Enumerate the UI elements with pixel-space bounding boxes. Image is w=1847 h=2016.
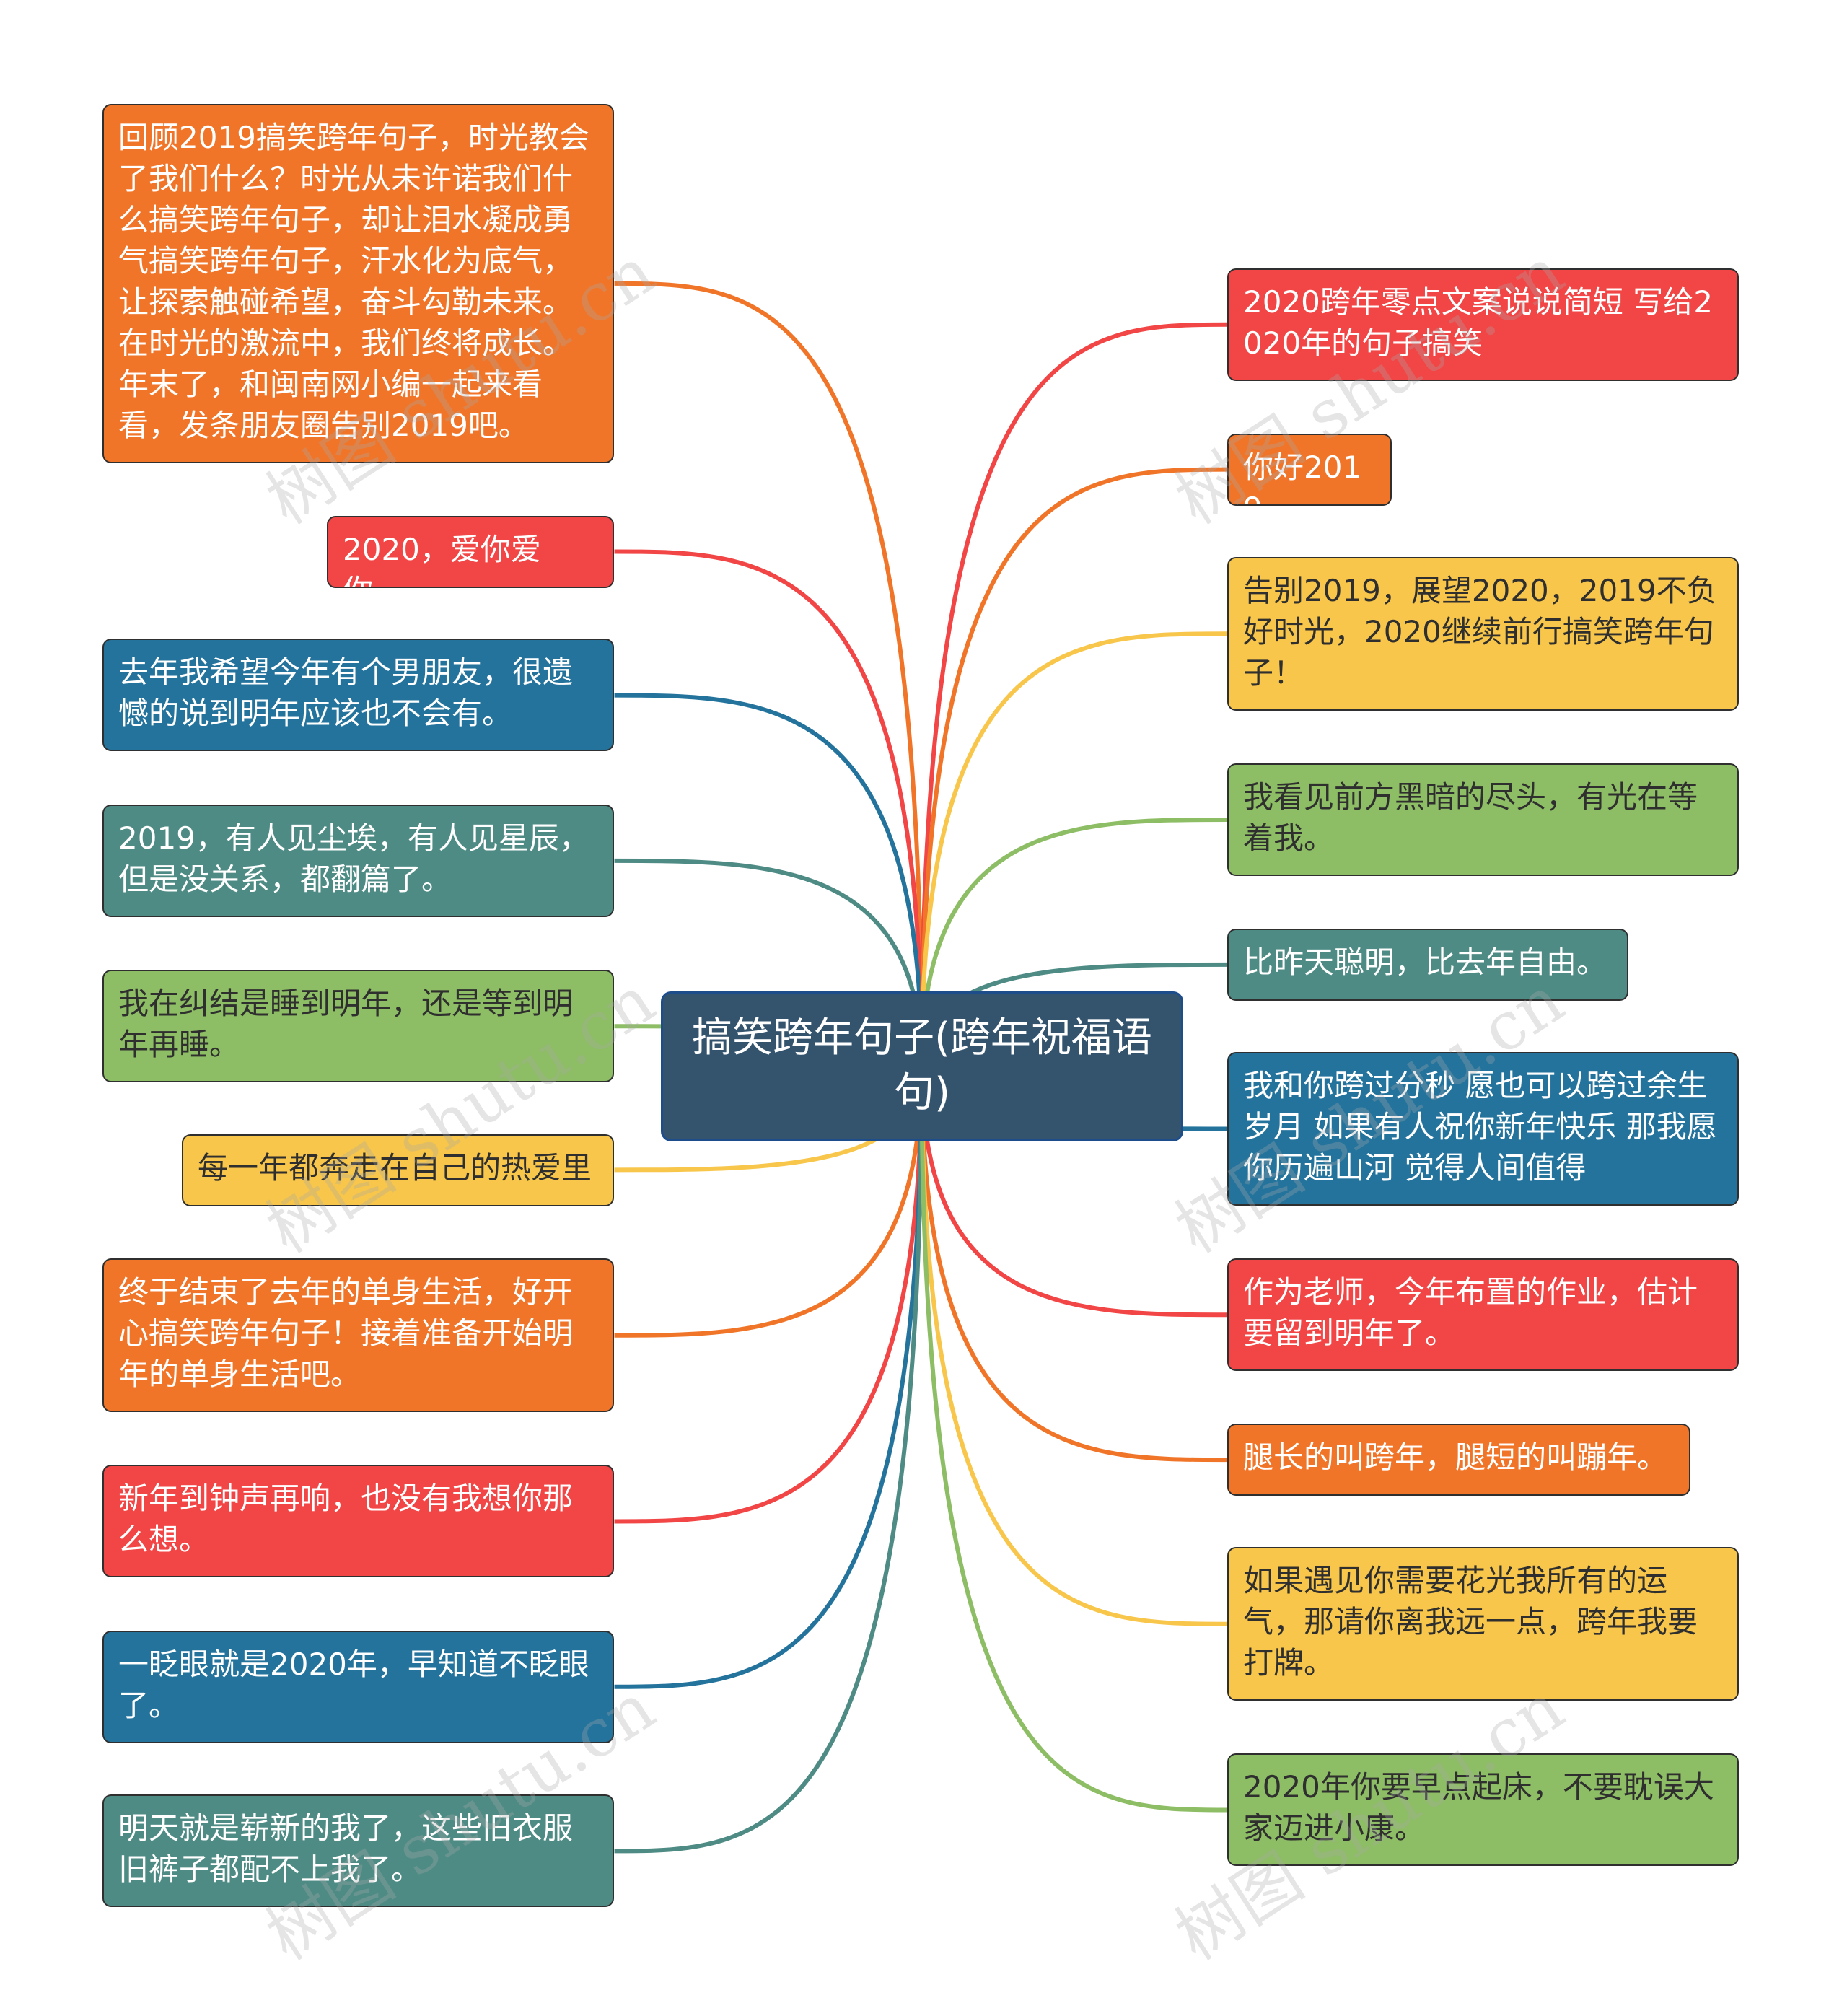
left-branch-3[interactable]: 去年我希望今年有个男朋友，很遗憾的说到明年应该也不会有。 — [102, 639, 614, 751]
connector-right-9 — [919, 1066, 1228, 1626]
right-branch-9[interactable]: 如果遇见你需要花光我所有的运气，那请你离我远一点，跨年我要打牌。 — [1227, 1547, 1739, 1701]
connector-left-8 — [614, 1066, 924, 1524]
left-branch-8[interactable]: 新年到钟声再响，也没有我想你那么想。 — [102, 1465, 614, 1577]
connector-right-2 — [919, 467, 1228, 1067]
right-branch-10[interactable]: 2020年你要早点起床，不要耽误大家迈进小康。 — [1227, 1753, 1739, 1866]
connector-left-4 — [614, 858, 924, 1067]
right-branch-3[interactable]: 告别2019，展望2020，2019不负好时光，2020继续前行搞笑跨年句子！ — [1227, 557, 1739, 711]
connector-right-1 — [919, 322, 1228, 1067]
connector-left-7 — [614, 1066, 924, 1338]
left-branch-9[interactable]: 一眨眼就是2020年，早知道不眨眼了。 — [102, 1631, 614, 1743]
connector-left-9 — [614, 1066, 924, 1689]
right-branch-4[interactable]: 我看见前方黑暗的尽头，有光在等着我。 — [1227, 763, 1739, 876]
connector-right-4 — [919, 818, 1228, 1067]
left-branch-1[interactable]: 回顾2019搞笑跨年句子，时光教会了我们什么？时光从未许诺我们什么搞笑跨年句子，… — [102, 104, 614, 463]
connector-left-3 — [614, 693, 924, 1067]
left-branch-5[interactable]: 我在纠结是睡到明年，还是等到明年再睡。 — [102, 970, 614, 1082]
right-branch-5[interactable]: 比昨天聪明，比去年自由。 — [1227, 929, 1628, 1001]
right-branch-2[interactable]: 你好2019 — [1227, 434, 1392, 506]
connector-left-1 — [614, 281, 924, 1067]
left-branch-6[interactable]: 每一年都奔走在自己的热爱里 — [182, 1134, 614, 1206]
right-branch-1[interactable]: 2020跨年零点文案说说简短 写给2020年的句子搞笑 — [1227, 268, 1739, 381]
right-branch-8[interactable]: 腿长的叫跨年，腿短的叫蹦年。 — [1227, 1424, 1690, 1496]
right-branch-7[interactable]: 作为老师，今年布置的作业，估计要留到明年了。 — [1227, 1258, 1739, 1371]
right-branch-6[interactable]: 我和你跨过分秒 愿也可以跨过余生岁月 如果有人祝你新年快乐 那我愿你历遍山河 觉… — [1227, 1052, 1739, 1206]
connector-right-7 — [919, 1066, 1228, 1318]
connector-left-10 — [614, 1066, 924, 1854]
connector-left-2 — [614, 549, 924, 1067]
connector-right-3 — [919, 631, 1228, 1067]
left-branch-7[interactable]: 终于结束了去年的单身生活，好开心搞笑跨年句子！接着准备开始明年的单身生活吧。 — [102, 1258, 614, 1412]
root-topic[interactable]: 搞笑跨年句子(跨年祝福语句) — [661, 991, 1183, 1141]
left-branch-2[interactable]: 2020，爱你爱你。 — [327, 516, 614, 588]
connector-right-10 — [919, 1066, 1228, 1813]
left-branch-10[interactable]: 明天就是崭新的我了，这些旧衣服旧裤子都配不上我了。 — [102, 1794, 614, 1907]
left-branch-4[interactable]: 2019，有人见尘埃，有人见星辰，但是没关系，都翻篇了。 — [102, 805, 614, 917]
connector-right-8 — [919, 1066, 1228, 1463]
